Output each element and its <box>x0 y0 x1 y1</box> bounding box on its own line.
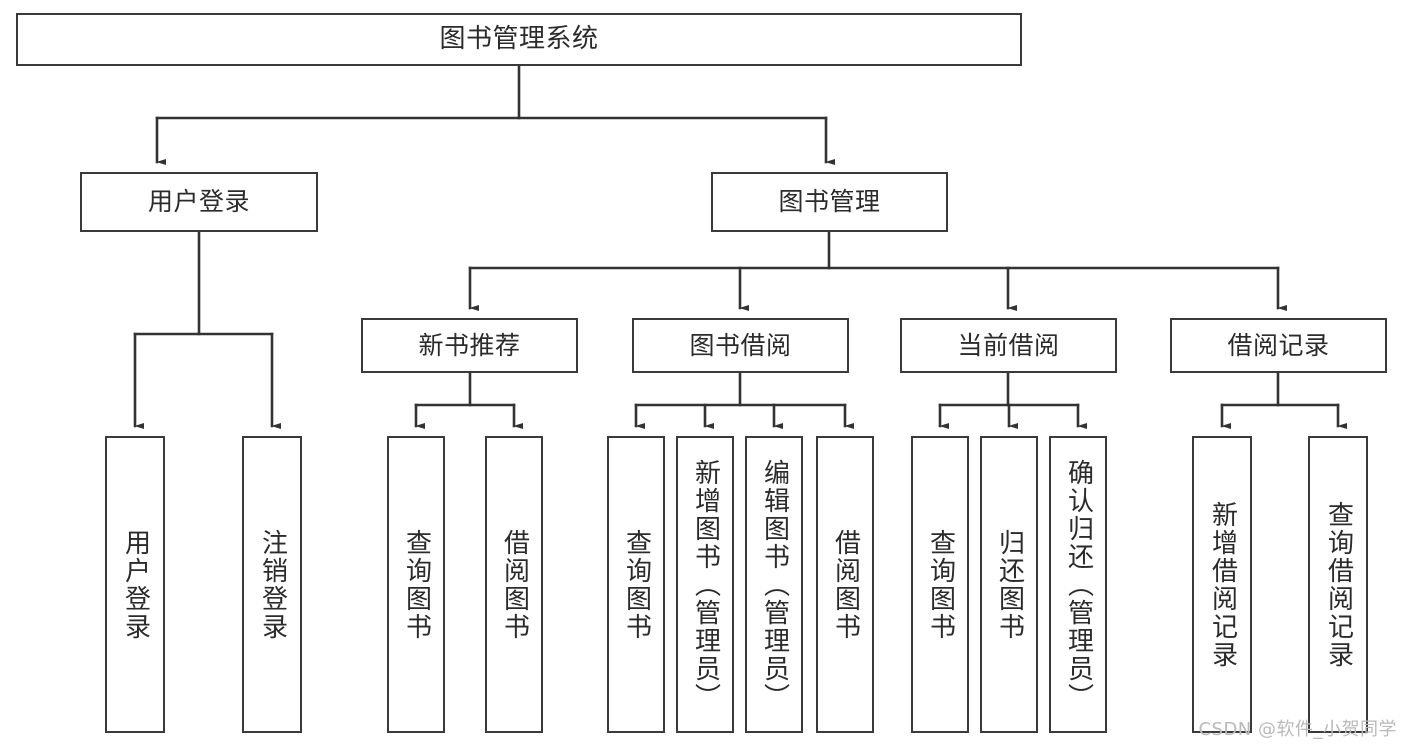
node-label: 新书推荐 <box>418 330 521 360</box>
node-label: 确认归还（管理员） <box>1063 458 1094 711</box>
node-label: 用户登录 <box>147 187 250 217</box>
node-label: 图书管理系统 <box>439 24 599 55</box>
leaf-new-book-borrow-books[interactable]: 借阅图书 <box>485 436 543 733</box>
node-label: 借阅记录 <box>1227 330 1330 360</box>
node-label: 借阅图书 <box>499 528 530 641</box>
leaf-new-book-query-books[interactable]: 查询图书 <box>387 436 445 733</box>
node-root-book-management-system[interactable]: 图书管理系统 <box>16 13 1022 66</box>
node-label: 图书管理 <box>778 187 881 217</box>
node-label: 新增图书（管理员） <box>690 458 721 711</box>
node-label: 当前借阅 <box>957 330 1060 360</box>
node-label: 借阅图书 <box>830 528 861 641</box>
node-label: 图书借阅 <box>689 330 792 360</box>
node-label: 归还图书 <box>994 528 1025 641</box>
node-user-login[interactable]: 用户登录 <box>80 172 318 232</box>
node-label: 注销登录 <box>257 528 288 641</box>
leaf-current-return-books[interactable]: 归还图书 <box>980 436 1038 733</box>
node-label: 查询图书 <box>925 528 956 641</box>
node-book-borrowing[interactable]: 图书借阅 <box>632 318 849 373</box>
node-label: 查询借阅记录 <box>1323 500 1354 669</box>
node-label: 用户登录 <box>120 528 151 641</box>
node-label: 新增借阅记录 <box>1207 500 1238 669</box>
leaf-user-login-login[interactable]: 用户登录 <box>105 436 165 733</box>
node-label: 编辑图书（管理员） <box>759 458 790 711</box>
leaf-current-confirm-return-admin[interactable]: 确认归还（管理员） <box>1049 436 1107 733</box>
leaf-current-query-books[interactable]: 查询图书 <box>911 436 969 733</box>
node-book-management[interactable]: 图书管理 <box>711 172 948 232</box>
leaf-user-login-logout[interactable]: 注销登录 <box>242 436 302 733</box>
leaf-borrow-edit-book-admin[interactable]: 编辑图书（管理员） <box>745 436 803 733</box>
leaf-record-add-record[interactable]: 新增借阅记录 <box>1192 436 1252 733</box>
leaf-record-query-record[interactable]: 查询借阅记录 <box>1308 436 1368 733</box>
csdn-watermark: CSDN @软件_小贺同学 <box>1198 719 1397 740</box>
leaf-borrow-query-books[interactable]: 查询图书 <box>607 436 665 733</box>
node-new-book-recommendation[interactable]: 新书推荐 <box>361 318 578 373</box>
node-borrowing-records[interactable]: 借阅记录 <box>1170 318 1387 373</box>
leaf-borrow-add-book-admin[interactable]: 新增图书（管理员） <box>676 436 734 733</box>
node-label: 查询图书 <box>401 528 432 641</box>
leaf-borrow-borrow-books[interactable]: 借阅图书 <box>816 436 874 733</box>
node-label: 查询图书 <box>621 528 652 641</box>
node-current-borrowing[interactable]: 当前借阅 <box>900 318 1117 373</box>
